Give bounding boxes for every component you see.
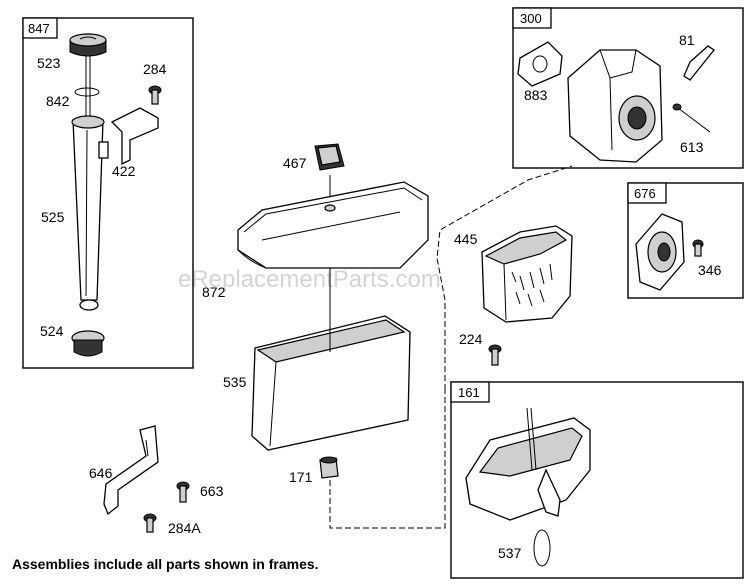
frame-161-id: 161 <box>458 385 480 400</box>
label-523: 523 <box>37 55 61 71</box>
label-613: 613 <box>680 139 704 155</box>
label-842: 842 <box>46 93 70 109</box>
screw-224-icon <box>488 344 502 366</box>
bolt-613-icon <box>672 103 711 133</box>
clip-81-icon <box>683 45 715 81</box>
screw-284-icon <box>148 85 162 105</box>
grommet-171-icon <box>319 456 339 479</box>
frame-161 <box>450 381 744 579</box>
breather-tube-icon <box>526 407 561 517</box>
knob-467-icon <box>314 143 345 171</box>
base-tray-icon <box>465 417 591 521</box>
dashed-leader-filter <box>436 165 573 390</box>
label-284: 284 <box>143 61 167 77</box>
tube-grommet-icon <box>71 330 105 357</box>
frame-300-id-box <box>512 7 552 29</box>
label-535: 535 <box>223 374 247 390</box>
watermark: eReplacementParts.com <box>178 266 441 293</box>
frame-847 <box>22 17 194 369</box>
label-224: 224 <box>459 331 483 347</box>
label-663: 663 <box>200 483 224 499</box>
dipstick-tube-icon <box>71 115 109 311</box>
gasket-883-icon <box>517 41 563 87</box>
label-422: 422 <box>112 163 136 179</box>
label-284a: 284A <box>168 520 201 536</box>
label-537: 537 <box>498 545 522 561</box>
air-cleaner-base-535-icon <box>251 315 411 451</box>
label-525: 525 <box>41 209 65 225</box>
label-872: 872 <box>202 284 226 300</box>
label-883: 883 <box>524 87 548 103</box>
air-cleaner-cover-icon <box>237 181 429 269</box>
tube-bracket-icon <box>110 107 159 166</box>
frame-300-id: 300 <box>520 11 542 26</box>
dashed-leader-171 <box>329 390 446 529</box>
frame-300 <box>512 7 744 169</box>
muffler-icon <box>567 49 663 163</box>
bracket-646-icon <box>103 425 159 516</box>
label-524: 524 <box>40 323 64 339</box>
frame-161-id-box <box>450 381 490 403</box>
dipstick-cap-icon <box>69 33 107 57</box>
air-filter-445-icon <box>481 225 573 323</box>
frame-676-id-box <box>627 182 667 204</box>
frame-676 <box>627 182 744 299</box>
dipstick-rod-icon <box>85 56 91 118</box>
bolt-663-icon <box>176 481 190 503</box>
label-81: 81 <box>679 32 695 48</box>
label-445: 445 <box>454 231 478 247</box>
o-ring-537-icon <box>533 529 551 567</box>
label-171: 171 <box>289 469 313 485</box>
caption: Assemblies include all parts shown in fr… <box>12 556 319 572</box>
label-346: 346 <box>698 262 722 278</box>
frame-676-id: 676 <box>634 186 656 201</box>
label-646: 646 <box>89 465 113 481</box>
bolt-284a-icon <box>143 513 157 533</box>
label-467: 467 <box>283 155 307 171</box>
guard-plate-icon <box>635 213 685 291</box>
frame-847-id-box <box>22 17 58 39</box>
screw-346-icon <box>692 239 704 257</box>
frame-847-id: 847 <box>28 21 50 36</box>
o-ring-icon <box>74 87 100 97</box>
